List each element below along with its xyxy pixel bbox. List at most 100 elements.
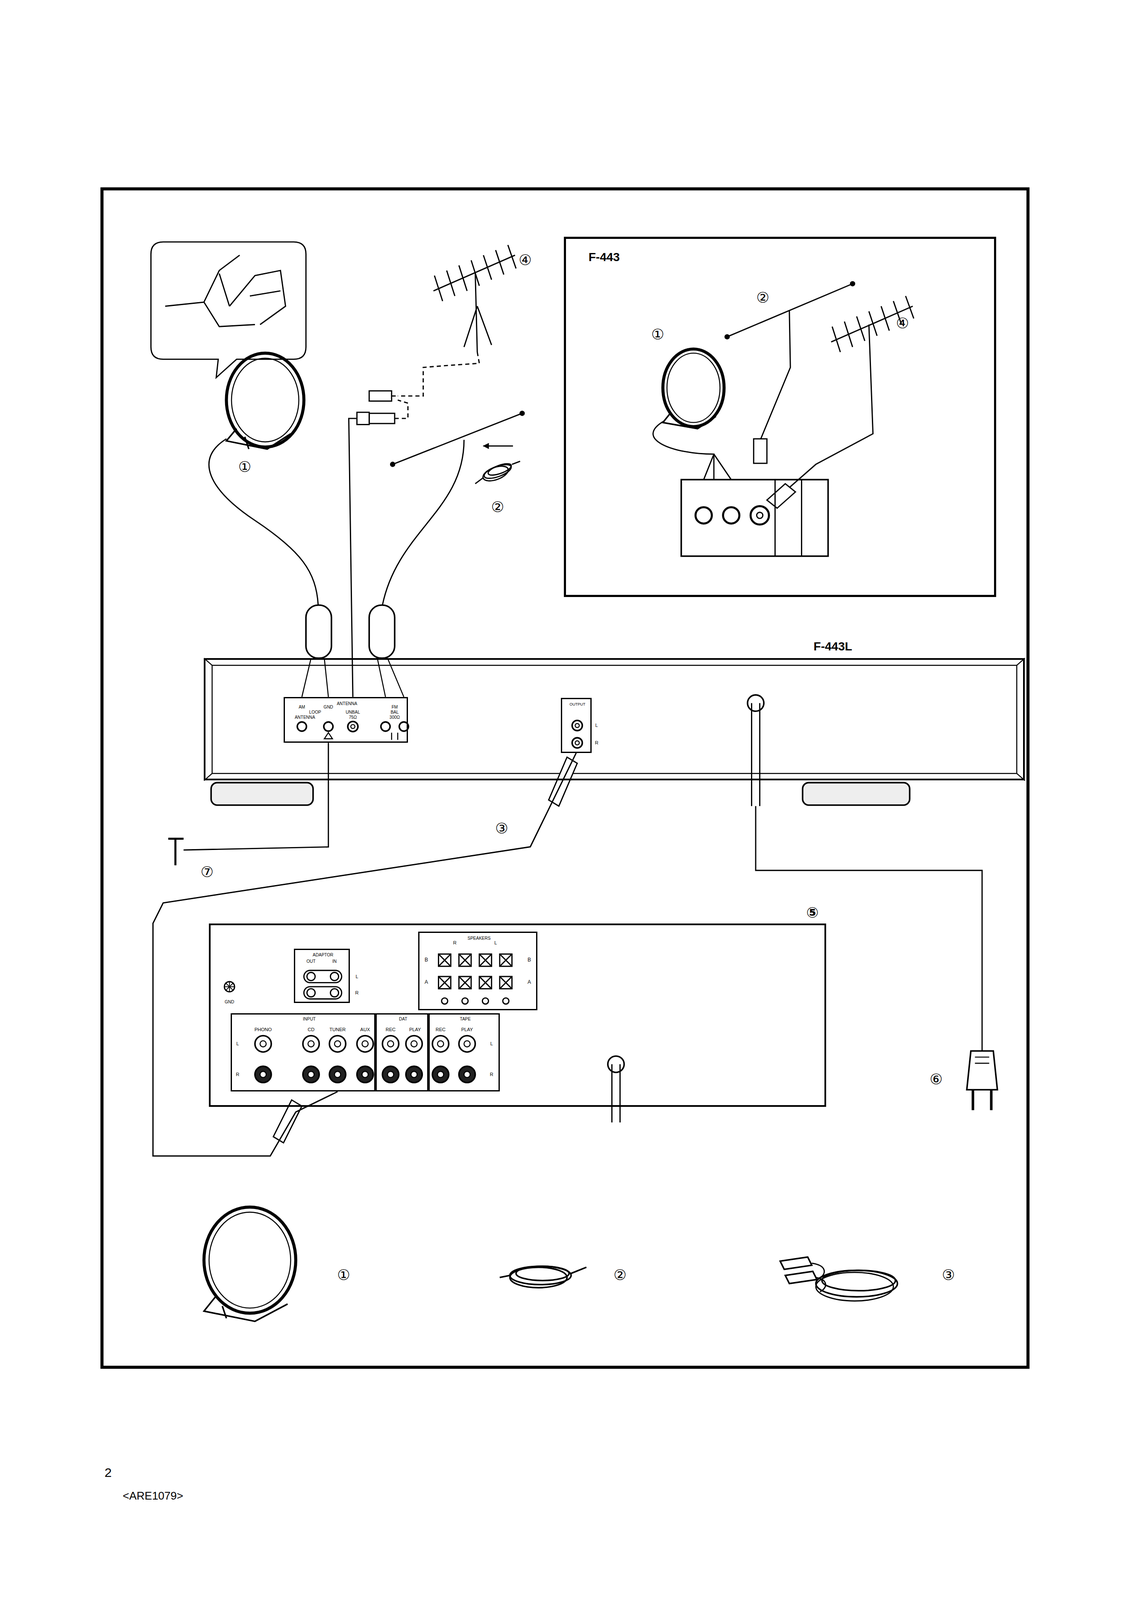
adaptor-panel: ADAPTOR — [293, 948, 350, 1003]
amplifier-details-part-part — [479, 953, 492, 966]
jack-label: REC — [385, 1026, 396, 1032]
tuner-details-part — [203, 657, 1025, 781]
f-443-inset-illustration-part — [662, 348, 725, 427]
tuner-details-part — [347, 721, 358, 732]
model-heading: F-443 — [588, 250, 620, 264]
amplifier-details-part-part — [438, 976, 452, 989]
accessories-part — [821, 1269, 896, 1291]
accessories-part — [780, 1256, 817, 1284]
amplifier-details-part — [260, 1040, 471, 1077]
fm-t-antenna-part — [475, 460, 521, 484]
f-443-inset-illustration-part — [760, 310, 791, 439]
amplifier-details-part-part — [499, 976, 513, 989]
input-jack-panel: INPUT — [230, 1012, 376, 1092]
clip-detail-bubble-part — [165, 302, 256, 327]
amplifier-details-part — [611, 1063, 620, 1122]
amplifier-details-part-part — [432, 1035, 449, 1052]
amplifier-details-part-part — [260, 1040, 267, 1047]
amplifier-details-part-part — [458, 976, 472, 989]
terminal-label: UNBAL — [345, 709, 360, 715]
am-loop-antenna-part — [231, 357, 300, 442]
amplifier-details-part-part — [410, 1040, 417, 1047]
amplifier-details-part-part — [437, 1070, 444, 1077]
amplifier-details-part-part — [438, 976, 452, 989]
outer-frame-part — [102, 188, 1029, 1367]
amplifier-details-part-part — [357, 1035, 374, 1052]
fm-t-antenna-part — [480, 463, 511, 484]
callout-number: ④ — [896, 315, 910, 332]
tuner-body: ANTENNAOUTPUTF-443L — [203, 657, 1025, 781]
accessories-part — [499, 1266, 587, 1277]
power-cord-part — [973, 1089, 992, 1110]
terminal-label: FM — [391, 704, 398, 710]
fm-yagi-antenna-part — [369, 390, 392, 402]
tuner-details-part — [324, 732, 333, 739]
jack-label: R — [595, 739, 599, 745]
amplifier-details-part-part — [362, 1070, 369, 1077]
am-loop-antenna-part — [244, 436, 250, 449]
callout-number: ③ — [941, 1266, 955, 1283]
f-443-inset-illustration-part — [724, 334, 730, 339]
terminal-label: ANTENNA — [294, 714, 316, 720]
amplifier-details-part-part — [334, 1070, 341, 1077]
clip-detail-bubble-part — [249, 290, 281, 297]
jack-label: CD — [307, 1026, 315, 1032]
amplifier-details-part — [224, 981, 235, 992]
panel-heading: SPEAKERS — [467, 935, 491, 940]
amplifier-details-part-part — [382, 1065, 399, 1083]
callout-number: ① — [238, 459, 252, 476]
amplifier-details-part — [607, 1055, 625, 1072]
amplifier-details — [224, 953, 625, 1143]
jack-label: PHONO — [254, 1026, 272, 1032]
antenna-lead-tubes-part — [369, 604, 395, 658]
panel-heading: TAPE — [460, 1016, 471, 1021]
power-cord-part — [747, 694, 764, 711]
amplifier-details-part-part — [458, 953, 472, 966]
f-443-inset-illustration-part — [750, 505, 769, 525]
amplifier-details-part-part — [307, 1040, 314, 1047]
accessories-part — [208, 1211, 291, 1308]
amplifier-details-part-part — [458, 953, 472, 966]
amplifier-details-part-part — [479, 976, 492, 989]
jack-label: PLAY — [461, 1026, 473, 1032]
amplifier-details-part-part — [387, 1070, 394, 1077]
tuner-details-part — [297, 721, 307, 731]
terminal-label: A — [424, 979, 429, 985]
amplifier-details-part-part — [362, 1040, 369, 1047]
amplifier-details-part — [224, 981, 235, 992]
accessories-part — [222, 1305, 227, 1318]
clip-detail-bubble-part — [203, 255, 240, 303]
amplifier-details-part — [438, 953, 513, 1004]
jack-label: PLAY — [409, 1026, 421, 1032]
amplifier-details-part-part — [499, 953, 513, 966]
power-cord-part — [974, 1056, 989, 1063]
fm-yagi-antenna-part — [397, 351, 480, 396]
model-heading: F-443L — [813, 639, 853, 653]
panel-heading: ADAPTOR — [312, 951, 334, 957]
amplifier-details-part-part — [334, 1040, 341, 1047]
amplifier-details-part-part — [502, 997, 509, 1004]
amplifier-details-part-part — [479, 953, 492, 966]
f-443-inset-illustration-part — [681, 479, 829, 556]
outer-frame — [102, 188, 1029, 1367]
power-cord — [747, 694, 998, 1110]
amplifier-body: ADAPTORSPEAKERSINPUTDATTAPE⑤ — [208, 923, 826, 1107]
accessories-part — [811, 1262, 826, 1292]
f-443-inset-illustration-part — [850, 281, 855, 286]
amplifier-details-part — [330, 971, 339, 980]
fm-t-antenna-part — [382, 439, 464, 605]
terminal-label: A — [527, 979, 531, 985]
jack-label: L — [236, 1040, 239, 1046]
amplifier-details-part-part — [479, 976, 492, 989]
tuner-details-part — [548, 756, 578, 807]
tuner-details-part — [323, 721, 333, 731]
tuner-details-part — [391, 732, 398, 740]
amplifier-details-part-part — [307, 1070, 314, 1077]
panel-heading: DAT — [398, 1016, 408, 1021]
power-cord-part — [966, 1050, 998, 1090]
amplifier-details-part-part — [463, 1040, 470, 1047]
terminal-label: 300Ω — [389, 714, 400, 720]
amplifier-details-part-part — [499, 976, 513, 989]
callout-number: ① — [651, 326, 665, 343]
